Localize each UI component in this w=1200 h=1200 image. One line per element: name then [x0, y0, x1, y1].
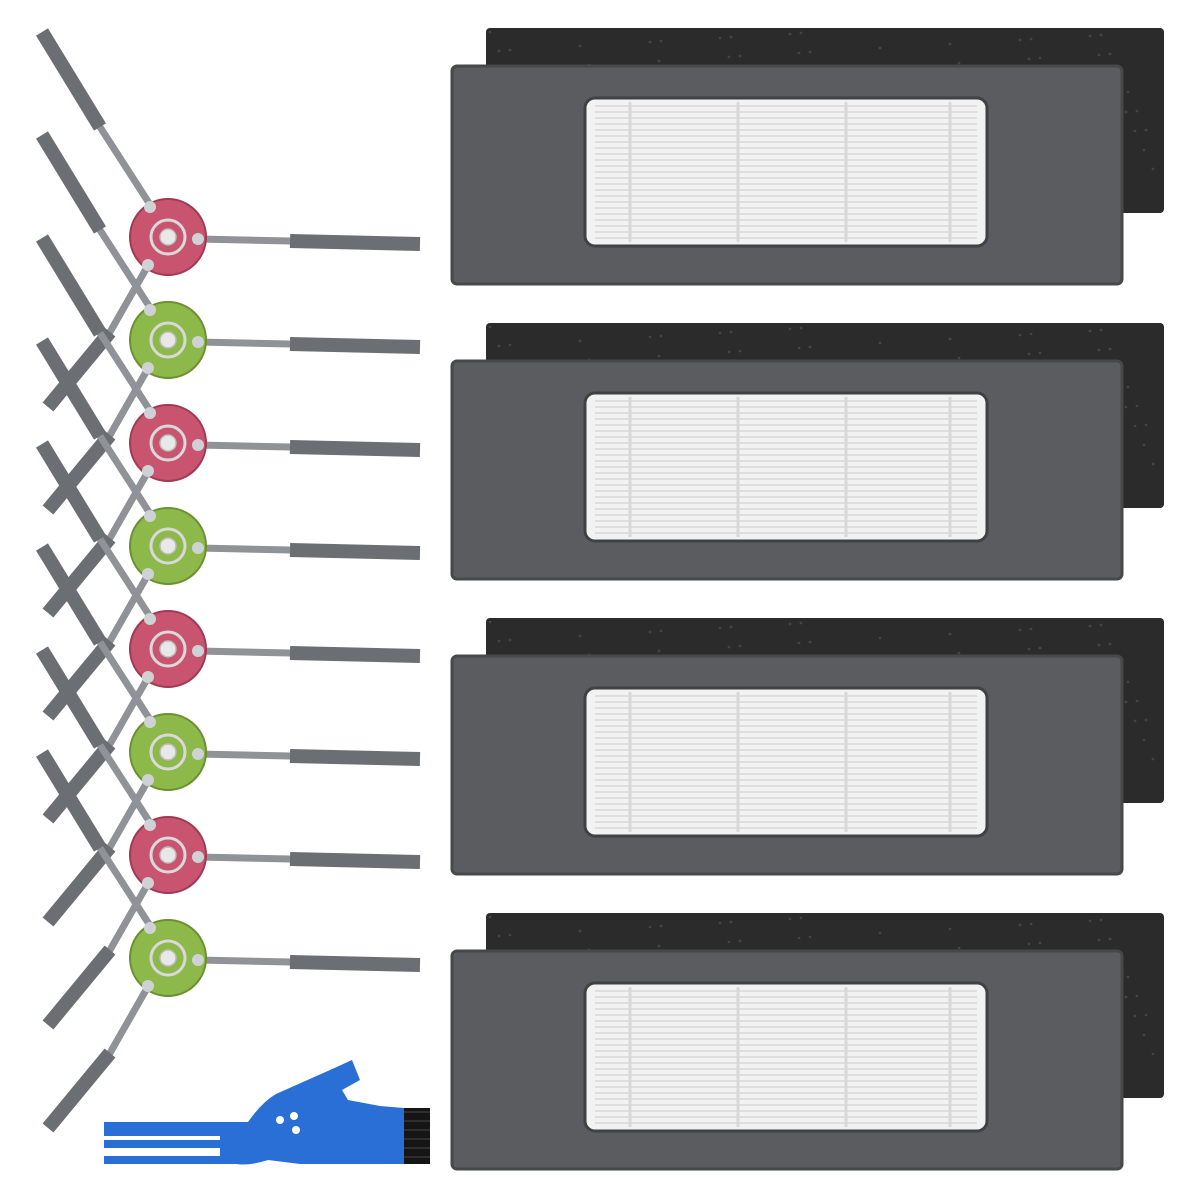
tool-body — [104, 1060, 404, 1165]
side-brush — [36, 749, 421, 1133]
tool-bristles — [404, 1108, 430, 1164]
side-brush — [36, 234, 421, 618]
side-brush — [36, 543, 421, 927]
side-brush — [36, 440, 421, 824]
side-brush — [36, 646, 421, 1030]
cleaning-tool-icon — [104, 1060, 430, 1165]
hepa-filter — [450, 323, 1164, 581]
side-brush — [36, 28, 421, 412]
hepa-filter — [450, 913, 1164, 1171]
side-brush — [36, 337, 421, 721]
hepa-filter — [450, 28, 1164, 286]
hepa-filter-group — [450, 28, 1164, 1171]
side-brush-group — [36, 28, 421, 1133]
side-brush — [36, 131, 421, 515]
hepa-filter — [450, 618, 1164, 876]
